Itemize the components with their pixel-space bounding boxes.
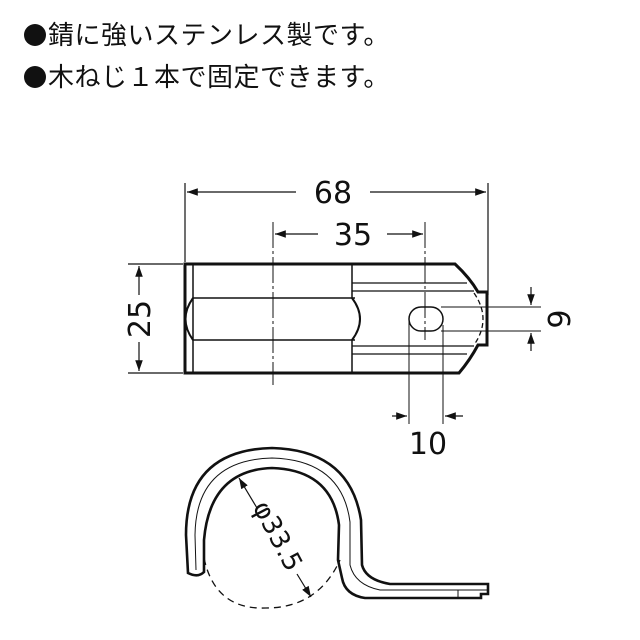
feature-text: 木ねじ１本で固定できます。 <box>48 63 390 93</box>
dim-slot-width: 6 <box>540 309 575 328</box>
top-view <box>128 183 541 424</box>
dim-hole-pitch: 35 <box>334 218 372 253</box>
bullet-icon <box>24 66 46 88</box>
dim-slot-length: 10 <box>409 427 447 462</box>
dim-inner-diameter: φ33.5 <box>246 496 308 576</box>
feature-rust-resistant: 錆に強いステンレス製です。 <box>24 20 390 52</box>
bullet-icon <box>24 24 46 46</box>
side-view <box>184 446 490 609</box>
dim-overall-length: 68 <box>314 176 352 211</box>
feature-text: 錆に強いステンレス製です。 <box>48 21 390 51</box>
feature-single-screw: 木ねじ１本で固定できます。 <box>24 62 390 94</box>
dim-width: 25 <box>123 300 158 338</box>
